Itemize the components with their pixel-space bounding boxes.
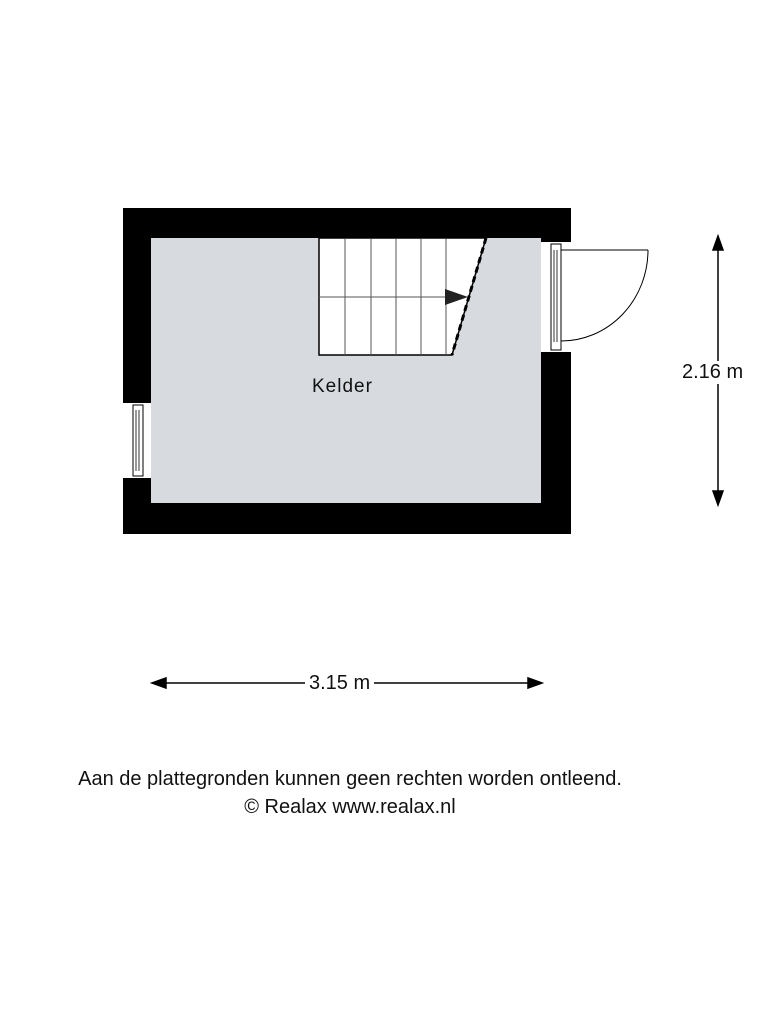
staircase: [318, 237, 488, 356]
width-dimension-label: 3.15 m: [305, 672, 375, 695]
window-left: [123, 403, 151, 478]
stair-direction-arrow-icon: [445, 289, 468, 305]
disclaimer-text: Aan de plattegronden kunnen geen rechten…: [78, 768, 622, 790]
room-label: Kelder: [312, 376, 373, 397]
height-dimension-label: 2.16 m: [682, 361, 744, 384]
copyright-text: © Realax www.realax.nl: [244, 796, 456, 818]
door-right: [541, 242, 649, 352]
